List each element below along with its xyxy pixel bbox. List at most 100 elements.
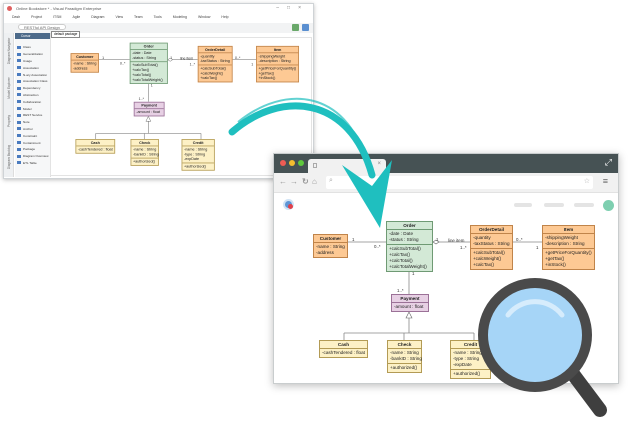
operations: +calcSubTotal()+calcWeight()+calcTax()	[471, 249, 512, 269]
connectors	[95, 57, 257, 140]
menu-item[interactable]: Help	[221, 15, 229, 19]
palette-item[interactable]: REST Service	[15, 112, 50, 119]
operations: +authorized()	[451, 370, 490, 378]
menu-item[interactable]: Team	[134, 15, 143, 19]
uml-class-customer[interactable]: Customer-name : String-address	[70, 53, 99, 73]
uml-class-cash[interactable]: Cash-cashTendered : float	[75, 139, 116, 154]
package-label: default package	[51, 31, 81, 38]
palette-item-icon	[17, 141, 21, 145]
palette-item[interactable]: Abstraction	[15, 92, 50, 99]
palette-item[interactable]: Collaboration	[15, 98, 50, 105]
uml-class-check[interactable]: Check-name : String-bankID : String+auth…	[387, 340, 422, 373]
maximize-dot[interactable]	[298, 160, 304, 166]
diagram-canvas[interactable]: Customer-name : String-address Order-date…	[50, 37, 312, 176]
uml-class-orderdetail[interactable]: OrderDetail-quantity-taxStatus : String+…	[197, 45, 233, 83]
close-dot[interactable]	[280, 160, 286, 166]
back-icon[interactable]: ←	[279, 177, 287, 186]
palette-item[interactable]: Dependency	[15, 85, 50, 92]
toolbar-icon[interactable]	[302, 24, 309, 31]
palette-item[interactable]: ETL Table	[15, 160, 50, 167]
palette-item[interactable]: Association Class	[15, 78, 50, 85]
palette-cursor[interactable]: Cursor	[15, 33, 50, 39]
nav-link-placeholder[interactable]	[514, 203, 532, 207]
uml-class-order[interactable]: Order-date : Date-status : String+calcSu…	[129, 42, 168, 84]
uml-class-payment[interactable]: Payment-amount : float	[391, 294, 429, 312]
menu-item[interactable]: Modeling	[172, 15, 187, 19]
attribute: -taxStatus : String	[200, 58, 230, 63]
attribute: -status : String	[389, 237, 419, 242]
attribute: -name : String	[132, 147, 157, 152]
multiplicity-label: 0..*	[374, 244, 381, 249]
palette-item[interactable]: Association	[15, 64, 50, 71]
forward-icon[interactable]: →	[290, 177, 298, 186]
attribute: -name : String	[183, 147, 208, 152]
palette-item[interactable]: Containment	[15, 139, 50, 146]
menu-item[interactable]: Agile	[72, 15, 81, 19]
operation: +authorized()	[183, 164, 207, 169]
uml-class-order[interactable]: Order-date : Date-status : String+calcSu…	[386, 221, 433, 272]
menu-icon[interactable]: ≡	[602, 176, 608, 186]
palette-item[interactable]: Anchor	[15, 126, 50, 133]
operations: +calcSubTotal()+calcTax()+calcTotal()+ca…	[131, 62, 167, 83]
home-icon[interactable]: ⌂	[312, 177, 317, 186]
uml-class-customer[interactable]: Customer-name : String-address	[313, 234, 348, 258]
window-controls[interactable]: –□×	[276, 5, 309, 11]
operations: +getPriceForQuantity()+getTax()+inStock(…	[257, 65, 298, 81]
attributes: -name : String-address	[314, 243, 347, 257]
palette-item[interactable]: Constraint	[15, 132, 50, 139]
operation: +calcTax()	[200, 75, 218, 80]
attribute: -cashTendered : float	[322, 350, 365, 355]
uml-class-item[interactable]: Item-shippingWeight-description : String…	[256, 45, 300, 83]
palette-item-label: Containment	[23, 140, 41, 145]
desktop-app-window: Online Bookstore * - Visual Paradigm Ent…	[3, 3, 314, 179]
operations: +calcSubTotal()+calcWeight()+calcTax()	[199, 65, 232, 81]
operation: +calcTax()	[473, 262, 495, 267]
menu-item[interactable]: Dash	[12, 15, 21, 19]
palette-item-icon	[17, 52, 21, 56]
palette-item-label: REST Service	[23, 113, 43, 118]
minimize-dot[interactable]	[289, 160, 295, 166]
menu-item[interactable]: Diagram	[91, 15, 105, 19]
uml-class-item[interactable]: Item-shippingWeight-description : String…	[542, 225, 595, 270]
uml-class-orderdetail[interactable]: OrderDetail-quantity-taxStatus : String+…	[470, 225, 513, 270]
user-avatar[interactable]	[603, 200, 614, 211]
fullscreen-icon[interactable]: ⤢	[604, 157, 612, 167]
palette-item[interactable]: Note	[15, 119, 50, 126]
palette-item[interactable]: N-ary Association	[15, 71, 50, 78]
palette-item-icon	[17, 100, 21, 104]
menu-item[interactable]: Tools	[153, 15, 162, 19]
palette-item-label: Constraint	[23, 133, 38, 138]
palette-item-icon	[17, 147, 21, 151]
multiplicity-label: 1..*	[460, 245, 467, 250]
uml-class-cash[interactable]: Cash-cashTendered : float	[319, 340, 368, 358]
toolbar-icon[interactable]	[292, 24, 299, 31]
palette-item[interactable]: Package	[15, 146, 50, 153]
nav-link-placeholder[interactable]	[574, 203, 594, 207]
palette-item[interactable]: Model	[15, 105, 50, 112]
attributes: -date : Date-status : String	[387, 230, 432, 245]
diagram-tab[interactable]: RESTful API Design	[18, 24, 66, 30]
palette-item[interactable]: Generalization	[15, 51, 50, 58]
palette-item[interactable]: Diagram Overview	[15, 153, 50, 160]
attribute: -expDate	[183, 156, 200, 161]
address-bar[interactable]: ⌕ ☆	[326, 176, 593, 189]
operation: +authorized()	[132, 159, 155, 164]
bookmark-star-icon[interactable]: ☆	[583, 178, 590, 185]
palette-item-icon	[17, 134, 21, 138]
reload-icon[interactable]: ↻	[302, 177, 309, 186]
palette-item[interactable]: Usage	[15, 58, 50, 65]
uml-class-check[interactable]: Check-name : String-bankID : String+auth…	[130, 139, 159, 166]
palette-item[interactable]: Class	[15, 44, 50, 51]
tab-close-icon[interactable]: ×	[377, 161, 381, 167]
multiplicity-label: 1	[170, 55, 173, 60]
nav-link-placeholder[interactable]	[544, 203, 564, 207]
class-name: Cash	[320, 341, 367, 349]
menu-item[interactable]: Window	[197, 15, 211, 19]
menu-item[interactable]: View	[115, 15, 124, 19]
uml-class-payment[interactable]: Payment-amount : float	[133, 101, 165, 117]
menu-item[interactable]: Project	[31, 15, 43, 19]
operation: +calcTotalWeight()	[389, 264, 427, 269]
menu-item[interactable]: ITSM	[53, 15, 62, 19]
uml-class-credit[interactable]: Credit-name : String-type : String-expDa…	[181, 139, 215, 171]
palette-item-label: Association	[23, 65, 39, 70]
